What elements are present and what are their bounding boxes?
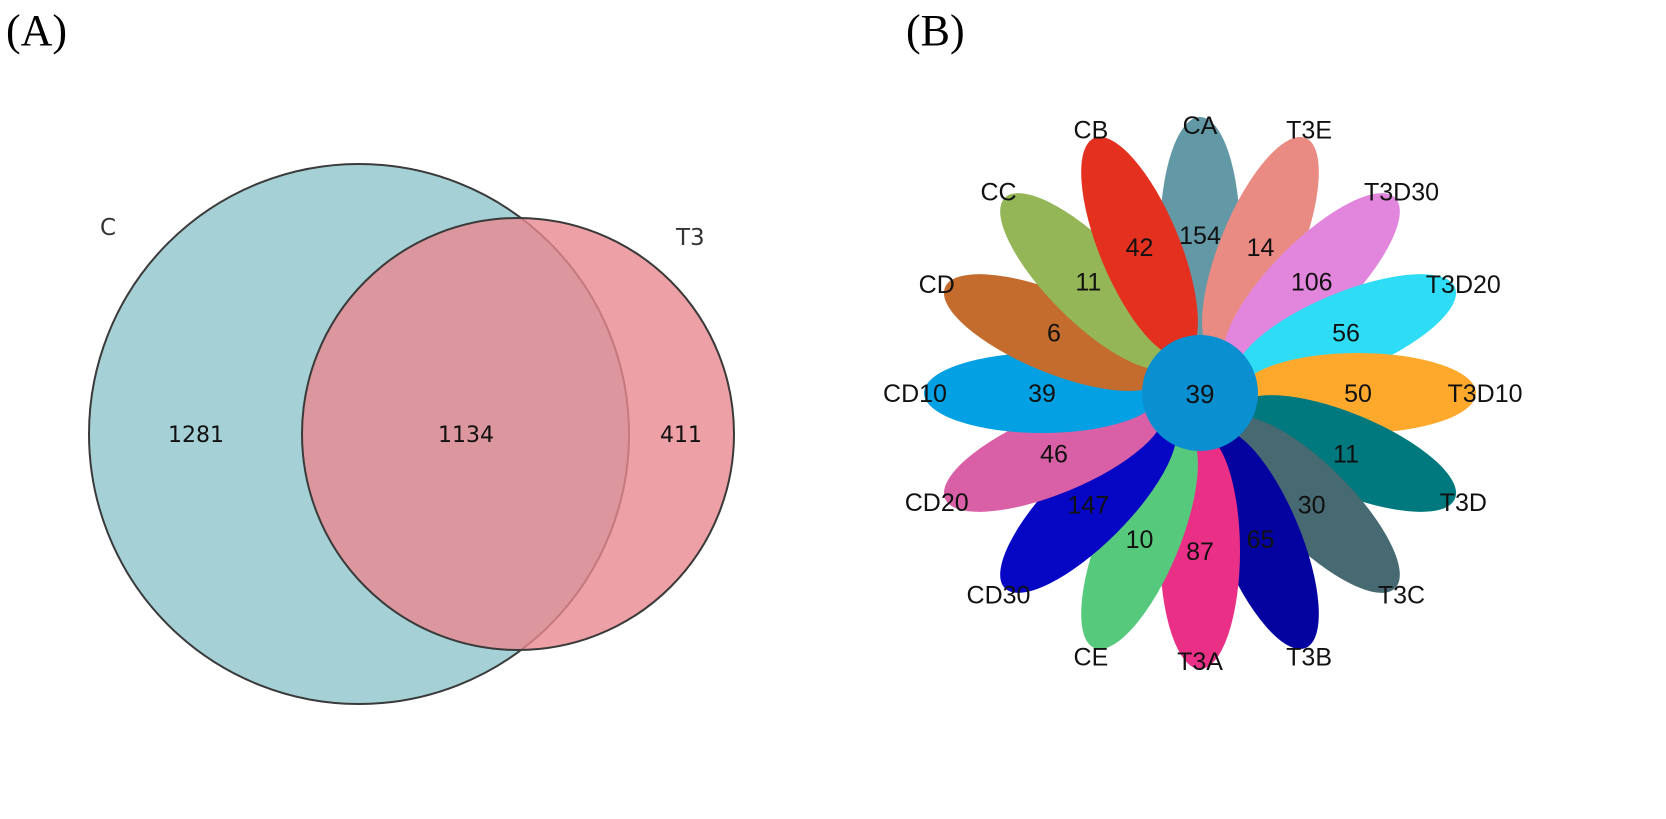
- petal-label-cd: CD: [919, 271, 955, 299]
- petal-value-ce: 10: [1126, 526, 1154, 554]
- petal-ce: [1081, 428, 1198, 650]
- petal-value-t3d30: 106: [1291, 268, 1333, 296]
- petal-value-t3a: 87: [1186, 538, 1214, 566]
- petal-value-t3b: 65: [1247, 526, 1275, 554]
- petal-t3d30: [1223, 193, 1400, 370]
- venn-set-c-label: C: [100, 215, 116, 241]
- petal-label-cd10: CD10: [883, 380, 947, 408]
- petal-value-cd30: 147: [1067, 492, 1109, 520]
- venn-region-t3-only: 411: [660, 423, 702, 448]
- petal-label-t3c: T3C: [1378, 582, 1425, 610]
- petal-label-cd30: CD30: [967, 582, 1031, 610]
- petal-label-cd20: CD20: [905, 489, 969, 517]
- panel-a: (A) C T3 1281 1134 411: [6, 6, 735, 705]
- petal-value-t3d10: 50: [1344, 380, 1372, 408]
- petal-label-t3d20: T3D20: [1426, 271, 1501, 299]
- petal-label-cb: CB: [1074, 117, 1109, 145]
- venn-diagram: C T3 1281 1134 411: [88, 163, 735, 705]
- petal-cd30: [1000, 416, 1177, 593]
- petal-cd: [943, 274, 1165, 391]
- petal-label-ca: CA: [1183, 112, 1218, 140]
- petal-t3d: [1235, 395, 1457, 512]
- petal-label-t3b: T3B: [1286, 643, 1332, 671]
- petal-value-cc: 11: [1075, 268, 1101, 296]
- petal-t3c: [1223, 416, 1400, 593]
- venn-set-t3-circle: [301, 217, 735, 651]
- petal-label-cc: CC: [980, 179, 1016, 207]
- petal-value-t3d: 11: [1333, 441, 1359, 469]
- petal-value-ca: 154: [1179, 222, 1221, 250]
- venn-region-intersection: 1134: [438, 423, 494, 448]
- petal-t3e: [1202, 136, 1319, 358]
- petal-value-cd20: 46: [1040, 441, 1068, 469]
- venn-region-c-only: 1281: [168, 423, 224, 448]
- petal-value-t3e: 14: [1247, 234, 1275, 262]
- petal-cb: [1081, 136, 1198, 358]
- venn-set-t3-label: T3: [675, 225, 705, 251]
- petal-value-cd10: 39: [1028, 380, 1056, 408]
- petal-value-t3d20: 56: [1332, 320, 1360, 348]
- panel-b-label: (B): [906, 6, 965, 55]
- petal-value-cd: 6: [1047, 320, 1061, 348]
- panel-a-label: (A): [6, 6, 67, 55]
- petal-label-ce: CE: [1074, 643, 1109, 671]
- petal-label-t3d30: T3D30: [1364, 179, 1439, 207]
- petal-label-t3a: T3A: [1177, 648, 1223, 676]
- petal-value-t3c: 30: [1298, 492, 1326, 520]
- flower-core-value: 39: [1186, 379, 1215, 409]
- petal-cc: [1000, 193, 1177, 370]
- flower-core: [1142, 335, 1258, 451]
- petal-label-t3e: T3E: [1286, 117, 1332, 145]
- petal-label-t3d10: T3D10: [1447, 380, 1522, 408]
- petal-label-t3d: T3D: [1440, 489, 1487, 517]
- petal-value-cb: 42: [1126, 234, 1154, 262]
